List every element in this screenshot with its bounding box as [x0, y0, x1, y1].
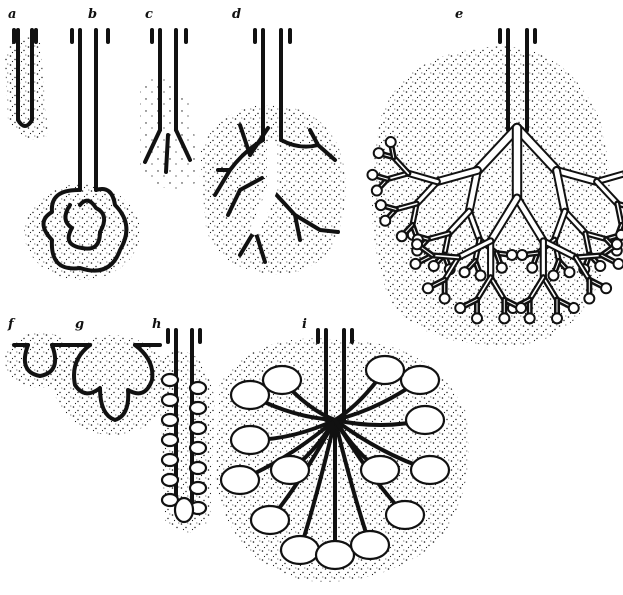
- terminal-lobule: [372, 186, 382, 196]
- terminal-lobule: [440, 294, 450, 304]
- panel-i-compound-alveolar: [215, 330, 469, 582]
- terminal-lobule: [411, 259, 421, 269]
- terminal-lobule: [497, 263, 507, 273]
- terminal-lobule: [380, 216, 390, 226]
- terminal-lobule: [376, 200, 386, 210]
- acinus: [221, 466, 259, 494]
- alveolus: [190, 482, 206, 494]
- panel-a-simple-tubular: [5, 30, 48, 140]
- panel-d-compound-tubular: [200, 30, 345, 275]
- terminal-lobule: [367, 170, 377, 180]
- panel-label-c: c: [145, 8, 153, 21]
- terminal-lobule: [472, 313, 482, 323]
- terminal-lobule: [601, 283, 611, 293]
- acinus: [401, 366, 439, 394]
- acinus: [366, 356, 404, 384]
- acinus: [281, 536, 319, 564]
- terminal-lobule: [612, 239, 622, 249]
- terminal-lobule: [412, 239, 422, 249]
- alveolus: [190, 442, 206, 454]
- alveolus: [162, 434, 178, 446]
- alveolus: [190, 462, 206, 474]
- terminal-lobule: [423, 283, 433, 293]
- panel-label-d: d: [232, 8, 241, 21]
- acinus: [386, 501, 424, 529]
- terminal-lobule: [613, 259, 623, 269]
- alveolus: [190, 402, 206, 414]
- terminal-lobule: [516, 303, 526, 313]
- panel-label-f: f: [8, 318, 14, 331]
- acinus: [316, 541, 354, 569]
- panel-e-compound-tubuloalveolar: [367, 30, 623, 345]
- terminal-lobule: [455, 303, 465, 313]
- panel-label-e: e: [455, 8, 463, 21]
- acinus: [411, 456, 449, 484]
- alveolus: [162, 374, 178, 386]
- terminal-lobule: [507, 250, 517, 260]
- terminal-lobule: [517, 250, 527, 260]
- terminal-lobule: [584, 294, 594, 304]
- alveolus: [162, 394, 178, 406]
- panel-label-a: a: [8, 8, 16, 21]
- acinus: [406, 406, 444, 434]
- acinus: [263, 366, 301, 394]
- acinus: [351, 531, 389, 559]
- terminal-lobule: [429, 261, 439, 271]
- panel-h-alveolar-column: [158, 330, 215, 533]
- panel-g-branched-alveolar: [54, 335, 170, 435]
- panel-c-branched-tubular: [140, 30, 200, 189]
- terminal-lobule: [374, 148, 384, 158]
- terminal-lobule: [564, 267, 574, 277]
- alveolus: [162, 414, 178, 426]
- acinus: [361, 456, 399, 484]
- panel-label-h: h: [152, 318, 161, 331]
- acinus: [271, 456, 309, 484]
- terminal-lobule: [476, 270, 486, 280]
- alveolus: [162, 454, 178, 466]
- terminal-lobule: [386, 137, 396, 147]
- acinus: [231, 426, 269, 454]
- panel-label-b: b: [88, 8, 97, 21]
- alveolus: [175, 498, 193, 522]
- terminal-lobule: [548, 270, 558, 280]
- alveolus: [162, 474, 178, 486]
- terminal-lobule: [460, 267, 470, 277]
- terminal-lobule: [569, 303, 579, 313]
- panel-label-i: i: [302, 318, 307, 331]
- terminal-lobule: [595, 261, 605, 271]
- acinus: [251, 506, 289, 534]
- terminal-lobule: [525, 313, 535, 323]
- terminal-lobule: [527, 263, 537, 273]
- alveolus: [190, 422, 206, 434]
- terminal-lobule: [499, 313, 509, 323]
- terminal-lobule: [552, 313, 562, 323]
- alveolus: [190, 382, 206, 394]
- panel-label-g: g: [75, 318, 84, 331]
- terminal-lobule: [397, 231, 407, 241]
